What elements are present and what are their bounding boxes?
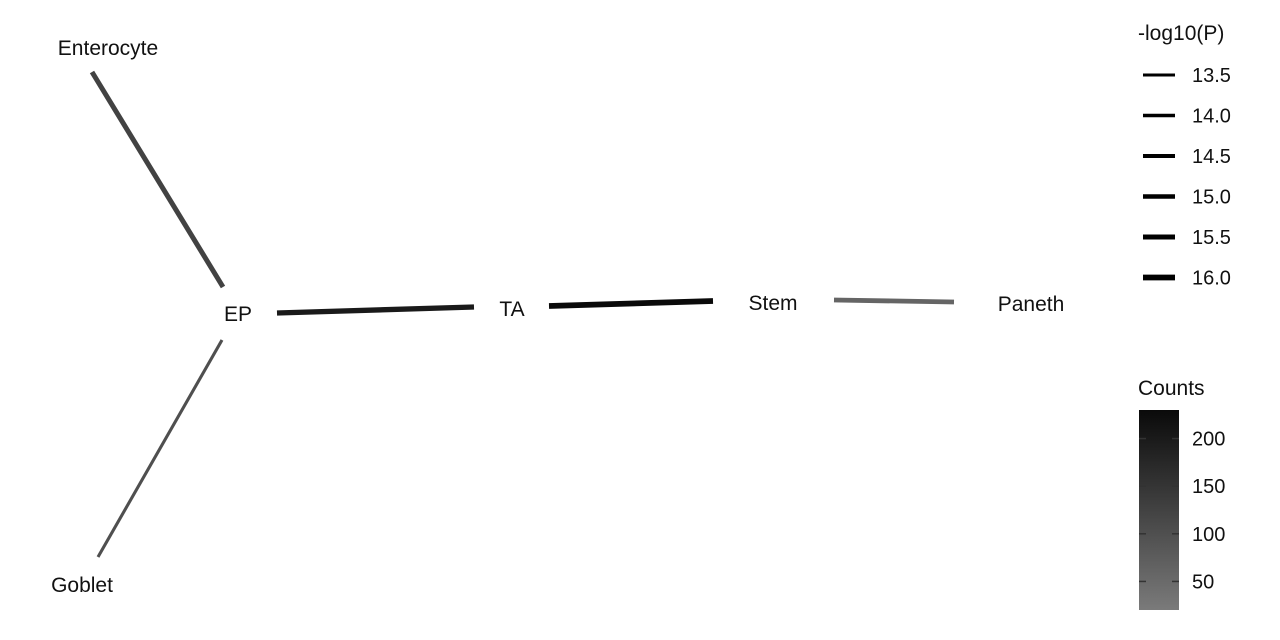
edge-stem-paneth <box>833 297 955 305</box>
size-legend-items: 13.5 14.0 14.5 15.0 15.5 16.0 <box>1143 65 1231 290</box>
size-legend-label-0: 13.5 <box>1192 65 1231 87</box>
color-legend-ticks: 50 100 150 200 <box>1139 429 1225 593</box>
color-legend-label-3: 200 <box>1192 429 1225 451</box>
size-legend-label-5: 16.0 <box>1192 268 1231 290</box>
node-label-stem: Stem <box>748 292 797 315</box>
size-legend-label-1: 14.0 <box>1192 106 1231 128</box>
color-legend-title: Counts <box>1138 377 1205 400</box>
edge-ep-ta <box>276 304 475 316</box>
node-label-goblet: Goblet <box>51 574 113 597</box>
size-legend-label-4: 15.5 <box>1192 227 1231 249</box>
size-legend-label-2: 14.5 <box>1192 146 1231 168</box>
node-label-ep: EP <box>224 303 252 326</box>
nodes-layer: Enterocyte EP Goblet TA Stem Paneth <box>51 37 1064 597</box>
size-legend-label-3: 15.0 <box>1192 187 1231 209</box>
edge-enterocyte-ep <box>89 70 226 289</box>
edge-ta-stem <box>548 298 714 309</box>
color-legend-bar <box>1139 410 1179 610</box>
edge-ep-goblet <box>96 339 224 558</box>
edges-layer <box>89 70 955 558</box>
node-label-ta: TA <box>499 298 524 321</box>
size-legend: -log10(P) 13.5 14.0 14.5 15.0 15.5 16.0 <box>1138 22 1231 290</box>
node-label-paneth: Paneth <box>998 293 1065 316</box>
color-legend-label-0: 50 <box>1192 571 1214 593</box>
color-legend: Counts 50 100 150 200 <box>1138 377 1225 610</box>
node-label-enterocyte: Enterocyte <box>58 37 158 60</box>
color-legend-label-1: 100 <box>1192 524 1225 546</box>
size-legend-title: -log10(P) <box>1138 22 1224 45</box>
color-legend-label-2: 150 <box>1192 476 1225 498</box>
